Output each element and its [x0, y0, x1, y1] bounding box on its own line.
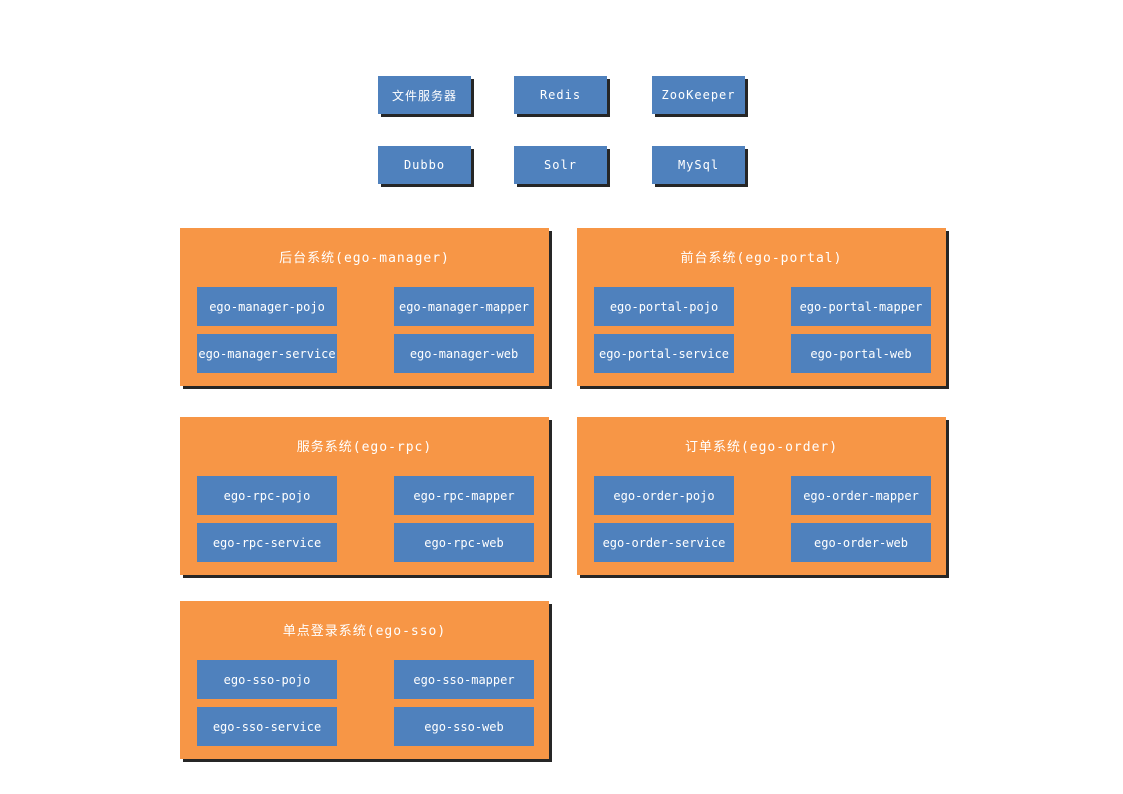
infra-box-dubbo: Dubbo — [378, 146, 471, 184]
module-box: ego-portal-web — [791, 334, 931, 373]
system-panel-title: 单点登录系统(ego-sso) — [282, 624, 447, 639]
module-box: ego-manager-service — [197, 334, 337, 373]
system-panel-ego-portal: 前台系统(ego-portal) ego-portal-pojo ego-por… — [577, 228, 946, 386]
infra-box-label: MySql — [677, 158, 720, 172]
module-box: ego-order-mapper — [791, 476, 931, 515]
infra-box-label: ZooKeeper — [661, 88, 736, 102]
module-box: ego-sso-pojo — [197, 660, 337, 699]
module-box: ego-portal-mapper — [791, 287, 931, 326]
system-panel-title: 后台系统(ego-manager) — [279, 251, 450, 266]
module-box: ego-portal-pojo — [594, 287, 734, 326]
module-box: ego-sso-service — [197, 707, 337, 746]
module-box: ego-sso-mapper — [394, 660, 534, 699]
module-box: ego-portal-service — [594, 334, 734, 373]
infra-box-label: Solr — [544, 158, 577, 172]
system-panel-title: 前台系统(ego-portal) — [680, 251, 843, 266]
system-panel-ego-rpc: 服务系统(ego-rpc) ego-rpc-pojo ego-rpc-mappe… — [180, 417, 549, 575]
system-panel-ego-sso: 单点登录系统(ego-sso) ego-sso-pojo ego-sso-map… — [180, 601, 549, 759]
module-box: ego-order-web — [791, 523, 931, 562]
module-box: ego-order-service — [594, 523, 734, 562]
infra-box-file-server: 文件服务器 — [378, 76, 471, 114]
module-box: ego-manager-mapper — [394, 287, 534, 326]
module-box: ego-rpc-service — [197, 523, 337, 562]
module-box: ego-order-pojo — [594, 476, 734, 515]
system-panel-title: 订单系统(ego-order) — [684, 440, 839, 455]
infra-box-label: 文件服务器 — [391, 88, 457, 103]
system-panel-ego-order: 订单系统(ego-order) ego-order-pojo ego-order… — [577, 417, 946, 575]
infra-box-redis: Redis — [514, 76, 607, 114]
infra-box-label: Redis — [539, 88, 582, 102]
module-box: ego-rpc-mapper — [394, 476, 534, 515]
module-box: ego-manager-pojo — [197, 287, 337, 326]
module-box: ego-rpc-web — [394, 523, 534, 562]
module-box: ego-manager-web — [394, 334, 534, 373]
module-box: ego-sso-web — [394, 707, 534, 746]
infra-box-zookeeper: ZooKeeper — [652, 76, 745, 114]
system-panel-title: 服务系统(ego-rpc) — [296, 440, 433, 455]
infra-box-solr: Solr — [514, 146, 607, 184]
infra-box-mysql: MySql — [652, 146, 745, 184]
system-panel-ego-manager: 后台系统(ego-manager) ego-manager-pojo ego-m… — [180, 228, 549, 386]
module-box: ego-rpc-pojo — [197, 476, 337, 515]
infra-box-label: Dubbo — [403, 158, 446, 172]
